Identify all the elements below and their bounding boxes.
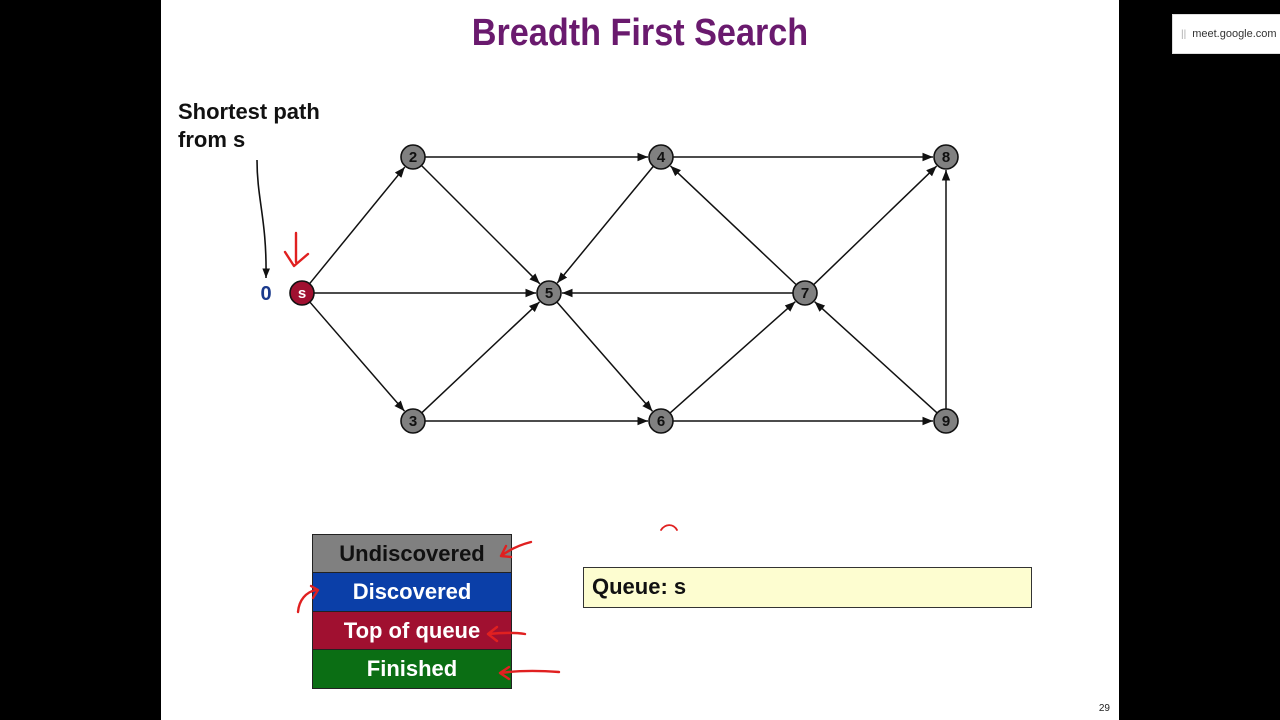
- node-8: 8: [933, 144, 959, 170]
- edge-3-5: [421, 301, 541, 414]
- meet-url-text: meet.google.com: [1192, 28, 1277, 40]
- node-label-s: s: [298, 285, 306, 302]
- node-4: 4: [648, 144, 674, 170]
- legend-item-discovered: Discovered: [312, 572, 512, 612]
- edge-s-3: [309, 301, 406, 412]
- graph-nodes: s 2 3 4 5 6 7 8 9: [289, 144, 959, 434]
- node-label-6: 6: [657, 413, 665, 430]
- node-label-8: 8: [942, 149, 950, 166]
- node-9: 9: [933, 408, 959, 434]
- edge-s-2: [309, 166, 406, 285]
- slide-number: 29: [1098, 703, 1110, 714]
- node-label-2: 2: [409, 149, 417, 166]
- node-circle-3: [400, 408, 426, 434]
- slide: Breadth First Search Shortest path from …: [161, 0, 1119, 720]
- node-7: 7: [792, 280, 818, 306]
- node-5: 5: [536, 280, 562, 306]
- meet-url-chip[interactable]: || meet.google.com: [1172, 14, 1280, 54]
- edge-7-8: [813, 165, 938, 286]
- node-circle-6: [648, 408, 674, 434]
- node-circle-8: [933, 144, 959, 170]
- pointer-arrow: [256, 159, 271, 279]
- node-circle-4: [648, 144, 674, 170]
- node-circle-5: [536, 280, 562, 306]
- node-circle-s: [289, 280, 315, 306]
- shortest-path-label: Shortest path from s: [178, 99, 320, 152]
- node-6: 6: [648, 408, 674, 434]
- slide-title: Breadth First Search: [471, 12, 809, 54]
- edge-9-7: [814, 301, 938, 414]
- legend-item-undiscovered: Undiscovered: [312, 533, 512, 574]
- pause-icon: ||: [1181, 29, 1187, 40]
- legend-item-top-of-queue: Top of queue: [312, 610, 512, 651]
- bfs-graph: s 2 3 4 5 6 7 8 9 0: [256, 144, 959, 434]
- node-circle-7: [792, 280, 818, 306]
- node-label-7: 7: [801, 285, 809, 302]
- edge-7-4: [669, 165, 797, 286]
- node-label-9: 9: [942, 413, 950, 430]
- queue-text: Queue: s: [592, 574, 687, 599]
- queue-box: Queue: s: [583, 567, 1032, 608]
- edge-6-7: [669, 301, 796, 414]
- node-s: s: [289, 280, 315, 306]
- edge-5-6: [556, 301, 654, 412]
- edge-2-5: [420, 164, 541, 285]
- graph-edges: [309, 152, 951, 426]
- node-2: 2: [400, 144, 426, 170]
- node-label-4: 4: [657, 149, 666, 166]
- edge-4-5: [556, 165, 654, 284]
- node-3: 3: [400, 408, 426, 434]
- legend-item-finished: Finished: [312, 649, 512, 689]
- node-circle-2: [400, 144, 426, 170]
- distance-label-s: 0: [260, 283, 271, 305]
- node-circle-9: [933, 408, 959, 434]
- node-label-5: 5: [545, 285, 553, 302]
- node-label-3: 3: [409, 413, 417, 430]
